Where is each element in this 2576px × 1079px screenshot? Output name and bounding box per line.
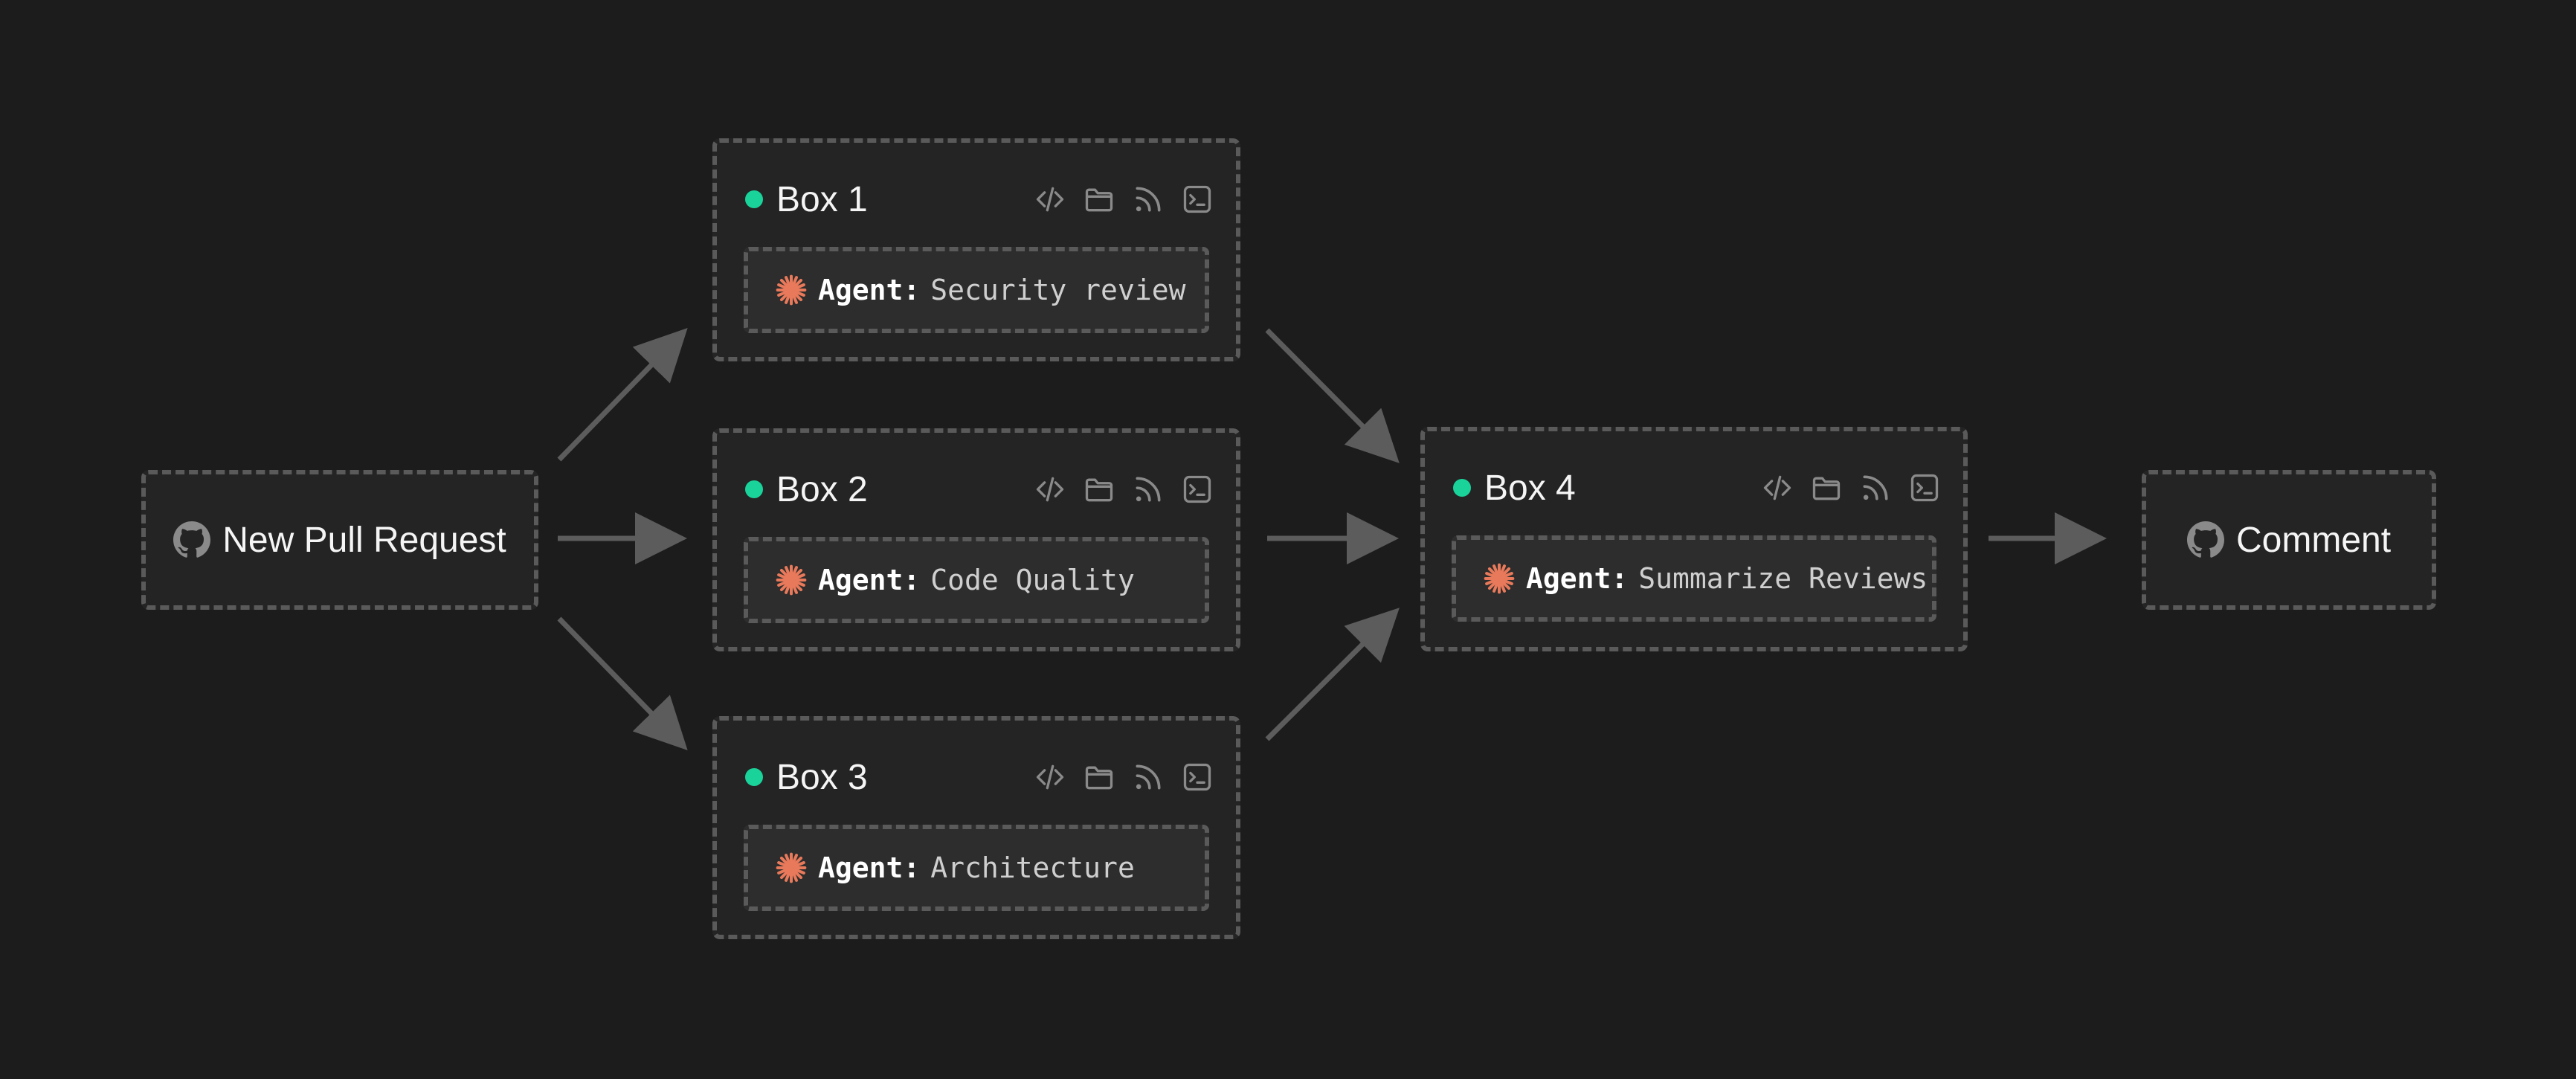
code-icon[interactable]: [1034, 473, 1066, 506]
rss-feed-icon[interactable]: [1859, 471, 1892, 504]
box-1-agent[interactable]: Agent: Security review: [744, 247, 1209, 333]
box-2-tools: [1034, 473, 1214, 506]
status-dot: [745, 190, 763, 208]
box-4-title: Box 4: [1484, 468, 1576, 508]
starburst-icon: [1483, 562, 1516, 595]
box-2-node[interactable]: Box 2 Agent: Code Quality: [712, 428, 1240, 651]
box-1-node[interactable]: Box 1 Agent: Security review: [712, 138, 1240, 361]
starburst-icon: [775, 274, 808, 306]
starburst-icon: [775, 851, 808, 884]
arrow-source-to-box-1: [557, 327, 688, 462]
box-3-node[interactable]: Box 3 Agent: Architecture: [712, 716, 1240, 939]
terminal-icon[interactable]: [1181, 183, 1214, 216]
box-3-tools: [1034, 761, 1214, 793]
folder-icon[interactable]: [1083, 473, 1115, 506]
box-2-title: Box 2: [776, 469, 868, 509]
arrow-box-1-to-box-4: [1265, 328, 1400, 463]
box-4-node[interactable]: Box 4 Agent: Summarize Reviews: [1420, 427, 1968, 651]
agent-prefix: Agent:: [1526, 562, 1629, 595]
box-2-agent[interactable]: Agent: Code Quality: [744, 537, 1209, 623]
agent-prefix: Agent:: [818, 274, 921, 306]
terminal-icon[interactable]: [1908, 471, 1941, 504]
terminal-icon[interactable]: [1181, 761, 1214, 793]
box-1-tools: [1034, 183, 1214, 216]
box-4-agent[interactable]: Agent: Summarize Reviews: [1452, 535, 1936, 622]
rss-feed-icon[interactable]: [1132, 473, 1165, 506]
status-dot: [745, 480, 763, 498]
box-2-agent-name: Code Quality: [930, 564, 1135, 596]
code-icon[interactable]: [1034, 183, 1066, 216]
rss-feed-icon[interactable]: [1132, 183, 1165, 216]
box-1-agent-name: Security review: [930, 274, 1186, 306]
agent-prefix: Agent:: [818, 851, 921, 884]
box-1-title: Box 1: [776, 179, 868, 219]
box-3-title: Box 3: [776, 757, 868, 797]
starburst-icon: [775, 564, 808, 596]
status-dot: [745, 768, 763, 786]
box-3-agent[interactable]: Agent: Architecture: [744, 825, 1209, 911]
target-label: Comment: [2235, 520, 2392, 560]
rss-feed-icon[interactable]: [1132, 761, 1165, 793]
folder-icon[interactable]: [1810, 471, 1843, 504]
agent-prefix: Agent:: [818, 564, 921, 596]
box-4-tools: [1761, 471, 1941, 504]
folder-icon[interactable]: [1083, 183, 1115, 216]
code-icon[interactable]: [1761, 471, 1794, 504]
comment-node[interactable]: Comment: [2142, 470, 2436, 610]
box-3-agent-name: Architecture: [930, 851, 1135, 884]
arrow-source-to-box-3: [557, 616, 688, 751]
code-icon[interactable]: [1034, 761, 1066, 793]
github-icon: [2187, 521, 2224, 558]
terminal-icon[interactable]: [1181, 473, 1214, 506]
github-icon: [173, 521, 210, 558]
new-pull-request-node[interactable]: New Pull Request: [141, 470, 538, 610]
status-dot: [1453, 479, 1471, 497]
source-label: New Pull Request: [222, 520, 506, 560]
folder-icon[interactable]: [1083, 761, 1115, 793]
box-4-agent-name: Summarize Reviews: [1638, 562, 1928, 595]
arrow-box-3-to-box-4: [1265, 608, 1400, 741]
